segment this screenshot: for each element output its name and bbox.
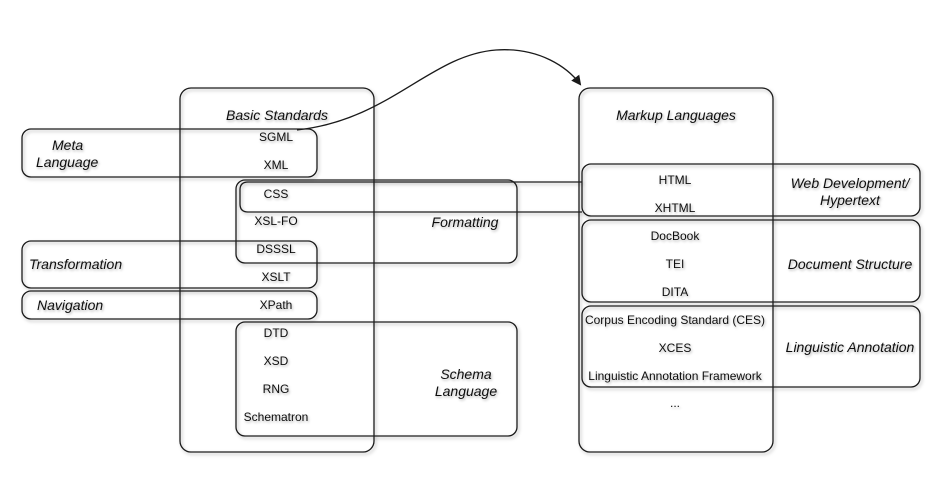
item-xml: XML: [264, 158, 289, 172]
linguistic-annotation-label: Linguistic Annotation: [786, 339, 915, 355]
item-xsd: XSD: [264, 354, 289, 368]
linguistic-annotation-group: [581, 305, 921, 388]
item-dita: DITA: [662, 285, 688, 299]
schema-language-label-line1: Schema: [440, 366, 492, 382]
web-development-group: [581, 163, 921, 217]
item-docbook: DocBook: [651, 229, 701, 243]
item-laf: Linguistic Annotation Framework: [588, 369, 762, 383]
item-dsssl: DSSSL: [256, 242, 296, 256]
item-xslt: XSLT: [261, 270, 291, 284]
web-development-label-line2: Hypertext: [820, 192, 881, 208]
item-dtd: DTD: [264, 326, 289, 340]
basic-standards-panel: [179, 87, 375, 453]
item-css: CSS: [264, 187, 289, 201]
meta-language-group: [21, 128, 318, 178]
document-structure-label: Document Structure: [788, 256, 913, 272]
basic-standards-title: Basic Standards: [226, 107, 328, 123]
navigation-group: [21, 290, 318, 320]
item-ces: Corpus Encoding Standard (CES): [585, 313, 765, 327]
formatting-label: Formatting: [432, 214, 499, 230]
item-tei: TEI: [666, 257, 685, 271]
transformation-group: [21, 240, 318, 289]
sgml-to-markup-arrow: [296, 49, 582, 131]
navigation-label: Navigation: [37, 297, 103, 313]
meta-language-label-line1: Meta: [52, 137, 83, 153]
item-sgml: SGML: [259, 130, 293, 144]
markup-languages-panel: [578, 87, 774, 453]
markup-languages-title: Markup Languages: [616, 107, 736, 123]
web-development-label-line1: Web Development/: [791, 175, 912, 191]
schema-language-label-line2: Language: [435, 383, 498, 399]
schema-language-group: [235, 321, 518, 437]
document-structure-group: [581, 219, 921, 303]
formatting-group: [235, 179, 518, 264]
item-schematron: Schematron: [244, 410, 309, 424]
item-xhtml: XHTML: [655, 201, 696, 215]
transformation-label: Transformation: [29, 256, 122, 272]
item-ellipsis: ...: [670, 396, 680, 410]
item-xsl-fo: XSL-FO: [254, 214, 297, 228]
item-html: HTML: [659, 173, 692, 187]
item-xces: XCES: [659, 341, 692, 355]
meta-language-label-line2: Language: [36, 154, 99, 170]
item-xpath: XPath: [260, 298, 293, 312]
css-connector: [239, 181, 582, 213]
item-rng: RNG: [263, 382, 290, 396]
